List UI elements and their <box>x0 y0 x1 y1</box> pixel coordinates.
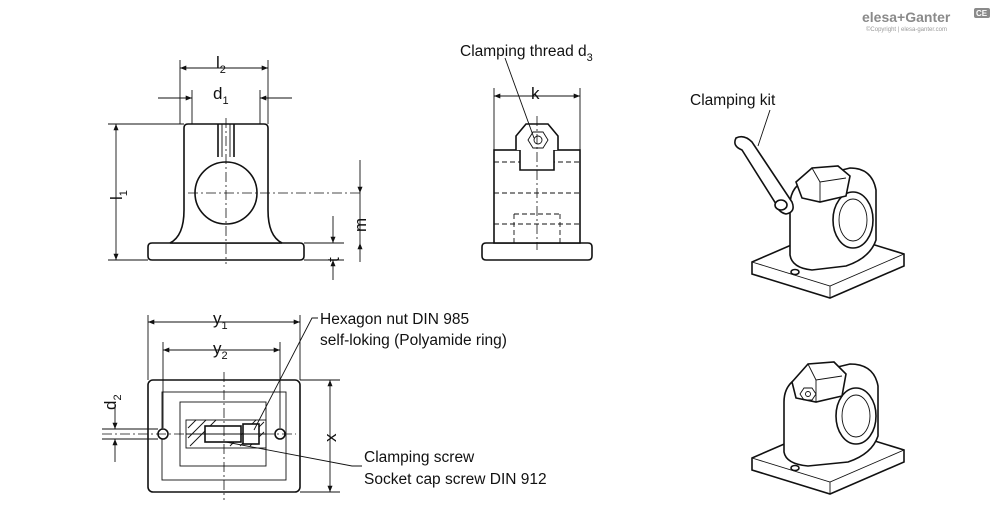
dim-y2: y2 <box>213 339 228 362</box>
side-view: k Clamping thread d3 <box>460 43 593 261</box>
iso-view-with-kit: Clamping kit <box>690 92 905 299</box>
label-hexagon-nut-2: self-loking (Polyamide ring) <box>320 332 507 349</box>
dim-d2: d2 <box>101 394 124 410</box>
dim-d1: d1 <box>213 84 229 107</box>
dim-l2: l2 <box>216 53 226 76</box>
label-clamping-screw-1: Clamping screw <box>364 449 475 466</box>
iso-view-plain <box>751 361 905 495</box>
brand-name: elesa+Ganter <box>862 9 951 25</box>
dim-l1: l1 <box>107 190 130 200</box>
dim-k: k <box>531 84 540 103</box>
brand-badge: CE <box>976 9 988 18</box>
brand-logo: elesa+Ganter CE ©Copyright | elesa-gante… <box>862 8 990 33</box>
dim-m: m <box>351 218 370 232</box>
front-view: l2 d1 l1 m t <box>107 53 370 280</box>
label-clamping-screw-2: Socket cap screw DIN 912 <box>364 471 547 488</box>
dim-t: t <box>324 257 343 262</box>
brand-copyright: ©Copyright | elesa-ganter.com <box>866 26 947 33</box>
dim-x: x <box>321 433 340 442</box>
badge-icon <box>974 8 990 18</box>
top-view: y1 y2 d2 x Hexagon nut DIN 985 self-loki… <box>101 309 547 500</box>
label-clamping-kit: Clamping kit <box>690 92 776 109</box>
dim-y1: y1 <box>213 309 228 332</box>
label-hexagon-nut-1: Hexagon nut DIN 985 <box>320 311 469 328</box>
label-clamping-thread: Clamping thread d3 <box>460 43 593 64</box>
